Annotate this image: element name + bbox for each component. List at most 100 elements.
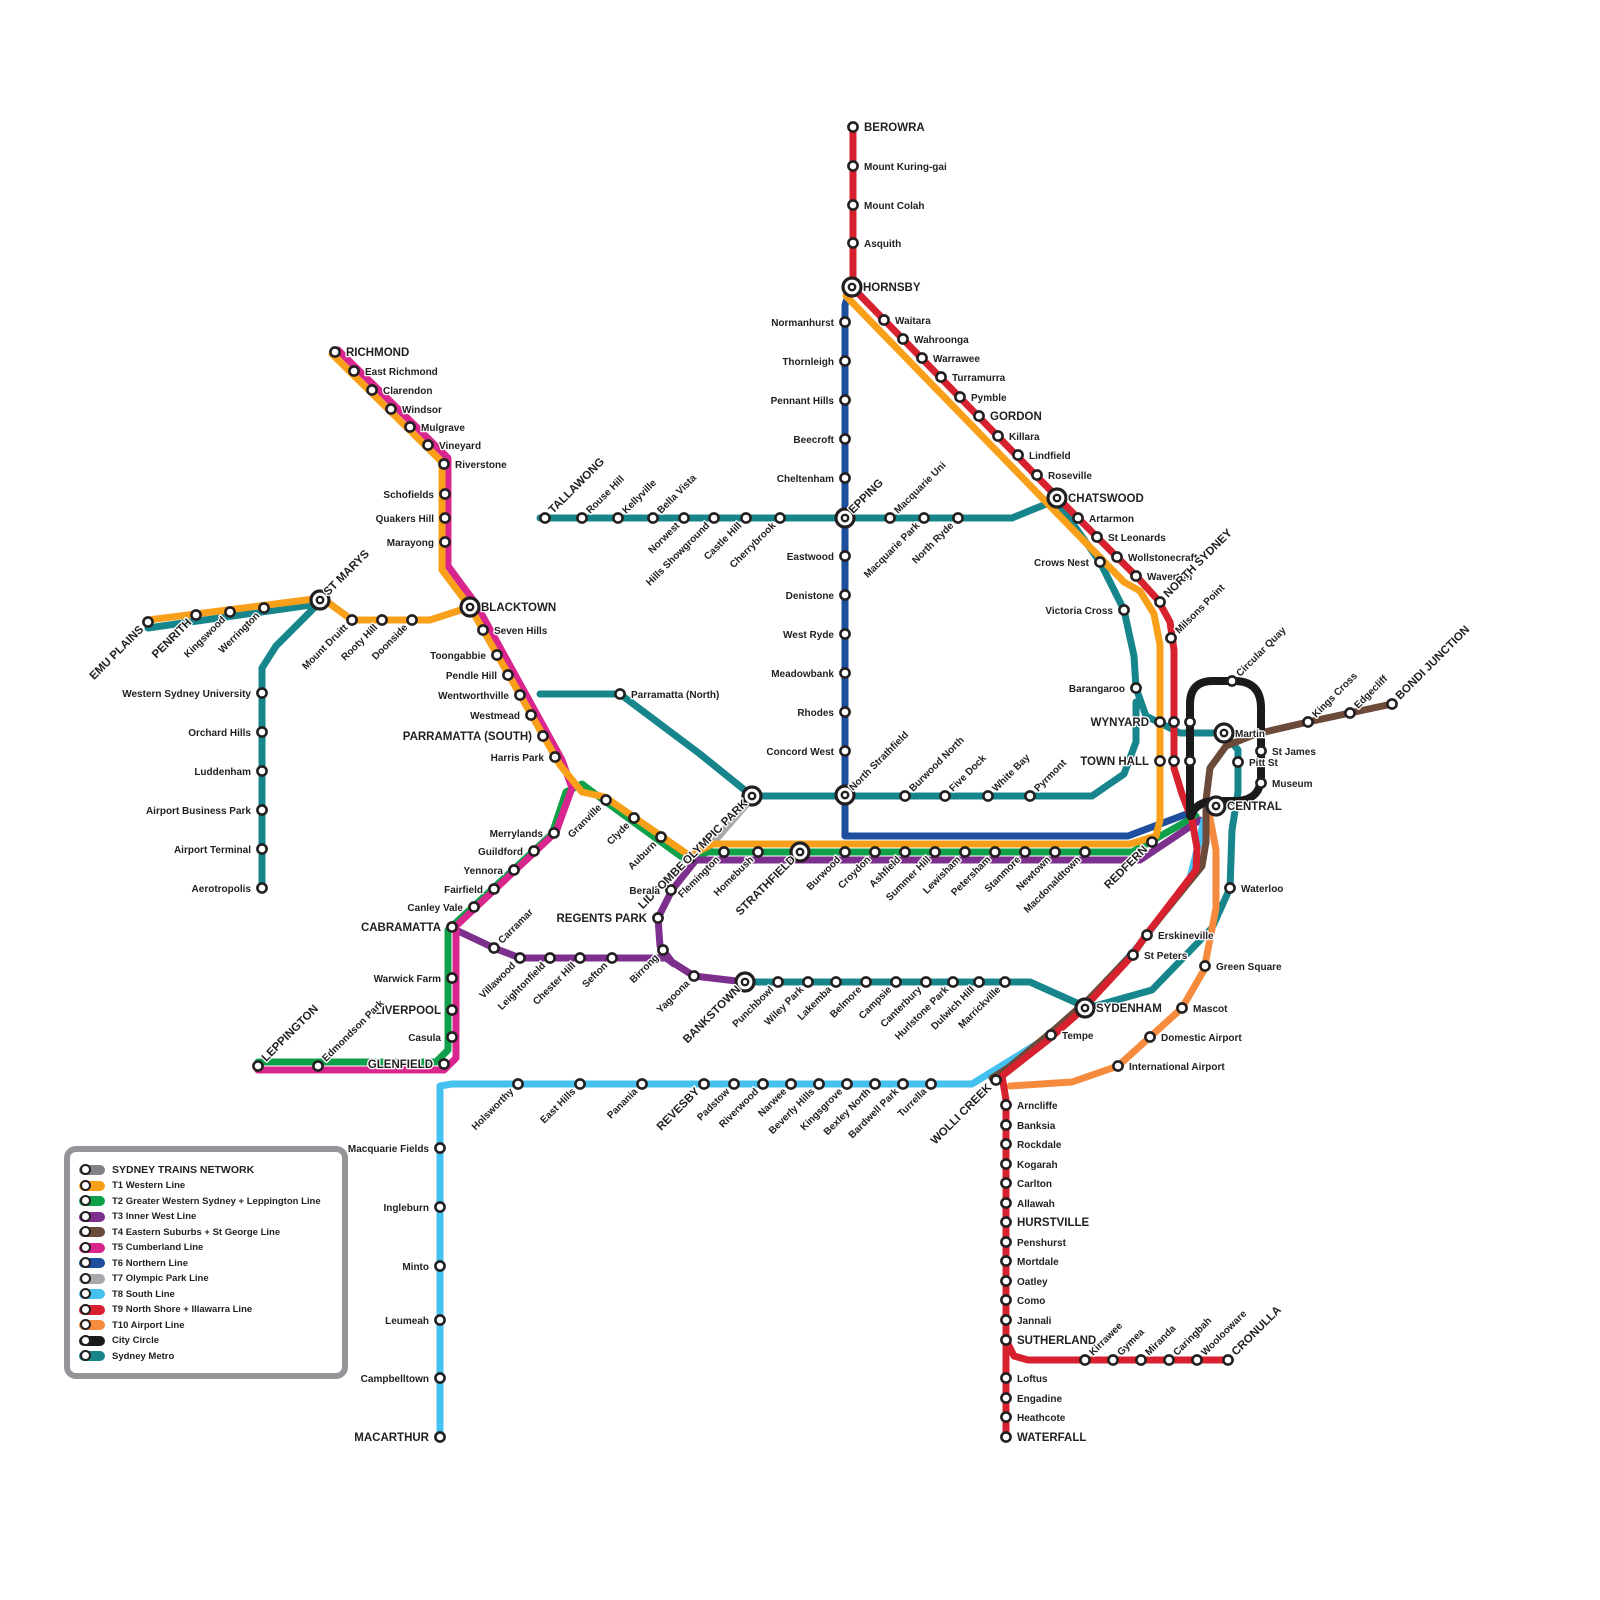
- station-redfern: [1146, 836, 1158, 848]
- legend-label-t1: T1 Western Line: [112, 1180, 186, 1191]
- station-homebush: [752, 846, 764, 858]
- station-carramar: [488, 942, 500, 954]
- station-westmead: [525, 709, 537, 721]
- line-metro-seg1: [536, 690, 1140, 800]
- station-richmond: [329, 346, 341, 358]
- legend-label-metro: Sydney Metro: [112, 1350, 175, 1362]
- legend-station-icon: [80, 1272, 91, 1284]
- station-pymble: [954, 391, 966, 403]
- station-arncliffe: [1000, 1099, 1012, 1111]
- station-victoria-cross: [1118, 604, 1130, 616]
- label-beecroft: Beecroft: [793, 435, 834, 446]
- legend-item-t6: T6 Northern Line: [79, 1257, 333, 1269]
- label-st-marys: ST MARYS: [322, 548, 372, 598]
- station-gymea: [1107, 1354, 1119, 1366]
- station-lakemba: [830, 976, 842, 988]
- station-casula: [446, 1031, 458, 1043]
- legend-station-icon: [80, 1179, 91, 1191]
- station-granville: [600, 794, 612, 806]
- legend-item-metro: Sydney Metro: [79, 1350, 333, 1362]
- station-rouse-hill: [576, 512, 588, 524]
- label-north-strathfield: North Strathfield: [847, 730, 911, 794]
- station-toongabbie: [491, 649, 503, 661]
- station-rhodes: [839, 706, 851, 718]
- station-heathcote: [1000, 1411, 1012, 1423]
- label-macquarie-park: Macquarie Park: [862, 520, 922, 580]
- label-panania: Panania: [605, 1086, 640, 1121]
- station-waitara: [878, 314, 890, 326]
- station-macquarie-fields: [434, 1142, 446, 1154]
- label-circular-quay: Circular Quay: [1234, 625, 1288, 679]
- station-auburn: [655, 831, 667, 843]
- station-martin-inner: [1219, 728, 1229, 738]
- label-yagoona: Yagoona: [655, 978, 693, 1016]
- station-town-hall: [1154, 755, 1166, 767]
- station-jannali: [1000, 1314, 1012, 1326]
- station-bardwell-park: [897, 1078, 909, 1090]
- label-oatley: Oatley: [1017, 1277, 1048, 1288]
- legend-station-icon: [80, 1195, 91, 1206]
- station-edmondson-park: [312, 1060, 324, 1072]
- label-richmond: RICHMOND: [346, 347, 409, 359]
- label-crows-nest: Crows Nest: [1034, 558, 1090, 569]
- station-chatswood-inner: [1052, 493, 1062, 503]
- label-turrella: Turrella: [896, 1086, 929, 1119]
- legend-swatch-t4: [79, 1226, 105, 1237]
- label-marayong: Marayong: [387, 538, 434, 549]
- label-harris-park: Harris Park: [491, 753, 545, 764]
- station-beverly-hills: [813, 1078, 825, 1090]
- legend-station-icon: [80, 1226, 91, 1237]
- station-ingleburn: [434, 1201, 446, 1213]
- label-west-ryde: West Ryde: [783, 630, 834, 641]
- label-revesby: REVESBY: [655, 1086, 703, 1134]
- station-white-bay: [982, 790, 994, 802]
- station-marayong: [439, 536, 451, 548]
- station-north-ryde: [952, 512, 964, 524]
- legend-station-icon: [80, 1319, 91, 1330]
- legend-label-t3: T3 Inner West Line: [112, 1211, 197, 1222]
- station-schofields: [439, 488, 451, 500]
- legend-swatch-metro: [79, 1350, 105, 1361]
- line-t1-seg0: [144, 292, 1164, 860]
- station-campbelltown: [434, 1372, 446, 1384]
- label-mount-kuring-gai: Mount Kuring-gai: [864, 162, 947, 173]
- label-berala: Berala: [629, 886, 660, 897]
- legend-label-t2: T2 Greater Western Sydney + Leppington L…: [112, 1195, 321, 1207]
- station-lidcombe: [684, 852, 696, 864]
- station-engadine: [1000, 1392, 1012, 1404]
- label-merrylands: Merrylands: [490, 829, 544, 840]
- label-cheltenham: Cheltenham: [777, 474, 834, 485]
- line-t5-seg0: [254, 346, 576, 1074]
- station-marrickville: [999, 976, 1011, 988]
- station-strathfield-inner: [795, 847, 805, 857]
- label-fairfield: Fairfield: [444, 885, 483, 896]
- station-leumeah: [434, 1314, 446, 1326]
- station-five-dock: [939, 790, 951, 802]
- label-parramatta-north: Parramatta (North): [631, 690, 719, 701]
- label-westmead: Westmead: [470, 711, 520, 722]
- station-hurlstone-park: [947, 976, 959, 988]
- station-woolooware: [1191, 1354, 1203, 1366]
- station-roseville: [1031, 469, 1043, 481]
- station-kirrawee: [1079, 1354, 1091, 1366]
- label-waterfall: WATERFALL: [1017, 1432, 1086, 1444]
- station-hills-showground: [708, 512, 720, 524]
- label-bella-vista: Bella Vista: [655, 473, 699, 517]
- station-ashfield: [899, 846, 911, 858]
- label-sefton: Sefton: [580, 960, 610, 990]
- label-aerotropolis: Aerotropolis: [192, 884, 252, 895]
- station-mascot: [1176, 1002, 1188, 1014]
- legend-title: SYDNEY TRAINS NETWORK: [112, 1163, 255, 1176]
- station-parramatta-north: [614, 688, 626, 700]
- label-st-leonards: St Leonards: [1108, 533, 1166, 544]
- label-clarendon: Clarendon: [383, 386, 432, 397]
- legend-swatch-t5: [79, 1241, 105, 1253]
- label-bardwell-park: Bardwell Park: [847, 1086, 902, 1141]
- label-kellyville: Kellyville: [620, 477, 659, 516]
- label-denistone: Denistone: [786, 591, 835, 602]
- station-warrawee: [916, 352, 928, 364]
- station-yennora: [508, 864, 520, 876]
- station-blacktown-inner: [465, 602, 475, 612]
- station-padstow: [728, 1078, 740, 1090]
